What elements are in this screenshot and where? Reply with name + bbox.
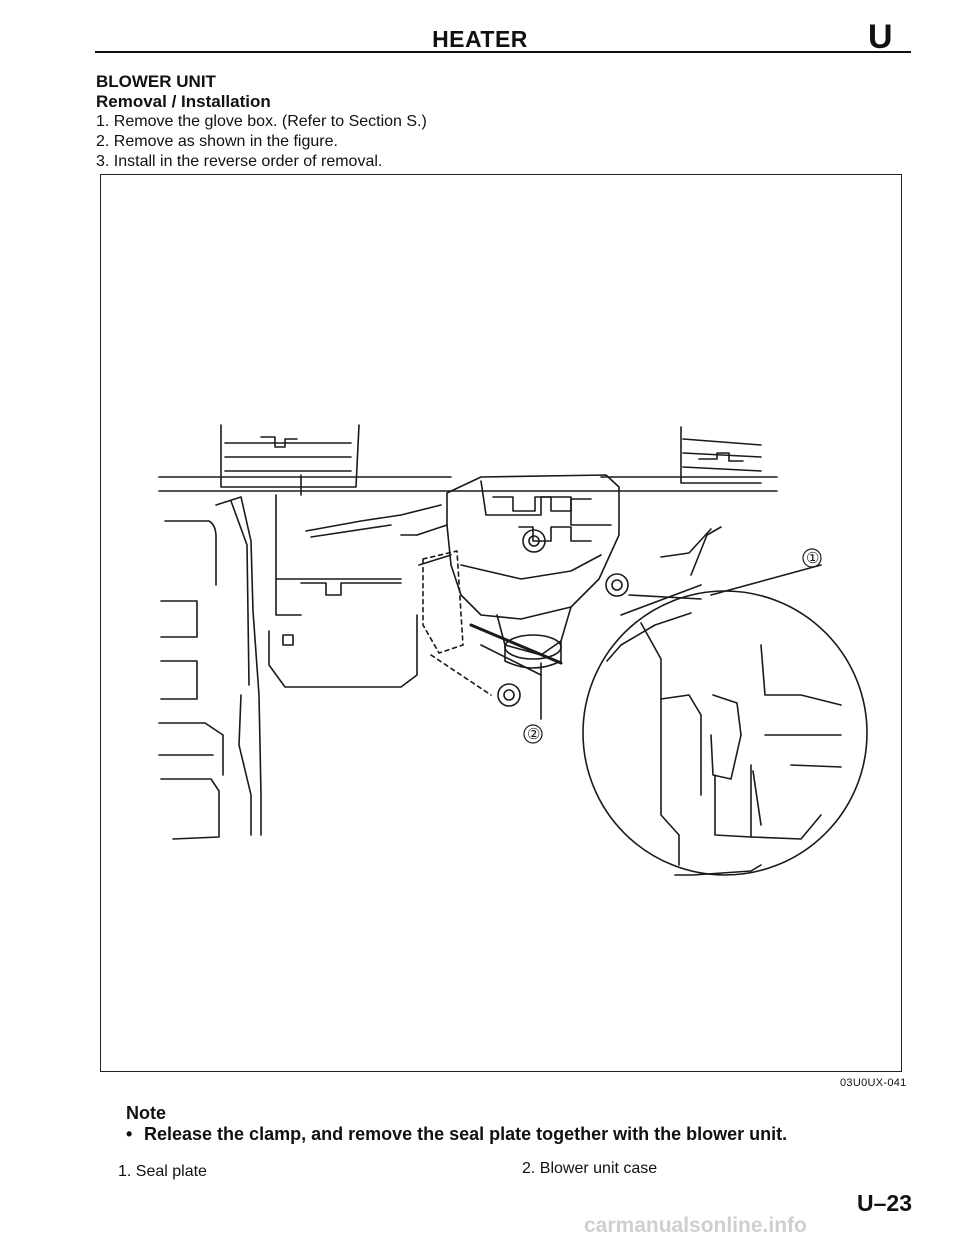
note-title: Note	[126, 1103, 166, 1123]
bullet-icon: •	[126, 1124, 133, 1144]
note-item: • Release the clamp, and remove the seal …	[126, 1124, 787, 1145]
callout-2-marker	[523, 724, 543, 744]
site-watermark: carmanualsonline.info	[584, 1214, 807, 1237]
seal-plate-outline	[422, 550, 492, 696]
page-number: U–23	[857, 1190, 912, 1216]
figure-code: 03U0UX-041	[840, 1077, 907, 1089]
mounting-nuts	[497, 529, 629, 707]
figure-frame: ① ②	[100, 174, 902, 1072]
callout-1: ①	[806, 549, 819, 567]
clamp-detail-view	[582, 584, 868, 876]
page-header-title: HEATER	[432, 26, 528, 52]
callout-2: ②	[527, 725, 540, 743]
step-1: 1. Remove the glove box. (Refer to Secti…	[96, 113, 427, 130]
step-2: 2. Remove as shown in the figure.	[96, 133, 338, 150]
blower-unit-case	[416, 474, 620, 669]
section-heading: BLOWER UNIT	[96, 72, 216, 91]
center-console	[158, 496, 262, 840]
callout-1-marker	[802, 548, 822, 568]
section-letter: U	[868, 18, 893, 56]
dashboard-edge	[158, 476, 778, 492]
left-air-vent	[220, 424, 360, 488]
note-text: Release the clamp, and remove the seal p…	[144, 1124, 788, 1144]
step-3: 3. Install in the reverse order of remov…	[96, 153, 383, 170]
sub-heading: Removal / Installation	[96, 92, 271, 111]
legend-item-1: 1. Seal plate	[118, 1163, 207, 1180]
glove-box-opening	[268, 474, 442, 688]
legend-item-2: 2. Blower unit case	[522, 1160, 658, 1177]
procedure-steps: 1. Remove the glove box. (Refer to Secti…	[96, 112, 427, 172]
right-air-vent	[680, 426, 762, 484]
header-divider	[95, 51, 911, 53]
blower-unit-illustration: ① ②	[158, 424, 868, 876]
leader-lines	[469, 526, 822, 720]
